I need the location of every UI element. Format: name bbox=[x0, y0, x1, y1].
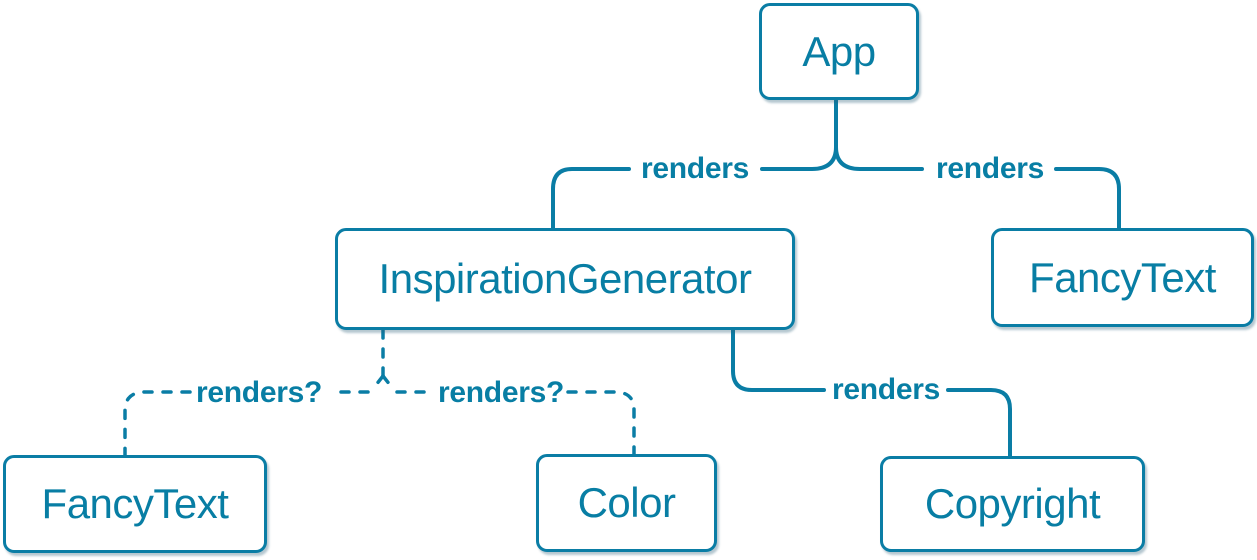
node-label: Copyright bbox=[924, 480, 1101, 527]
edge-line bbox=[946, 388, 1012, 458]
edge-label-renders-app-inspirationgenerator: renders bbox=[641, 152, 749, 185]
edge-label-renders-maybe-fancytext: renders? bbox=[196, 376, 322, 409]
node-inspiration-generator: InspirationGenerator bbox=[335, 228, 795, 330]
node-copyright: Copyright bbox=[880, 456, 1145, 552]
edge-line bbox=[551, 167, 631, 230]
edge-line-dashed bbox=[566, 390, 636, 456]
edge-line bbox=[760, 145, 838, 171]
node-color: Color bbox=[536, 454, 717, 552]
node-app: App bbox=[759, 3, 919, 100]
node-label: Color bbox=[577, 479, 676, 526]
edge-line-dashed bbox=[123, 390, 192, 457]
edge-line bbox=[834, 145, 924, 171]
edge-line-dashed bbox=[370, 374, 385, 392]
edge-inspirationgenerator-to-copyright bbox=[731, 328, 1012, 458]
node-label: InspirationGenerator bbox=[378, 255, 752, 302]
edge-app-to-fancytext bbox=[834, 145, 1121, 230]
node-label: FancyText bbox=[41, 480, 229, 527]
edge-inspirationgenerator-to-fancytext-dashed bbox=[123, 328, 385, 457]
node-fancy-text-top: FancyText bbox=[991, 228, 1254, 327]
edge-line bbox=[1054, 167, 1121, 230]
edge-label-renders-maybe-color: renders? bbox=[438, 376, 564, 409]
node-fancy-text-bottom: FancyText bbox=[3, 455, 267, 553]
edge-label-renders-copyright: renders bbox=[832, 373, 940, 406]
node-label: App bbox=[802, 27, 876, 75]
edge-inspirationgenerator-to-color-dashed bbox=[381, 374, 636, 456]
edge-line bbox=[731, 328, 826, 392]
edge-label-renders-app-fancytext: renders bbox=[936, 152, 1044, 185]
node-label: FancyText bbox=[1029, 253, 1216, 301]
edge-line-dashed bbox=[381, 374, 396, 392]
